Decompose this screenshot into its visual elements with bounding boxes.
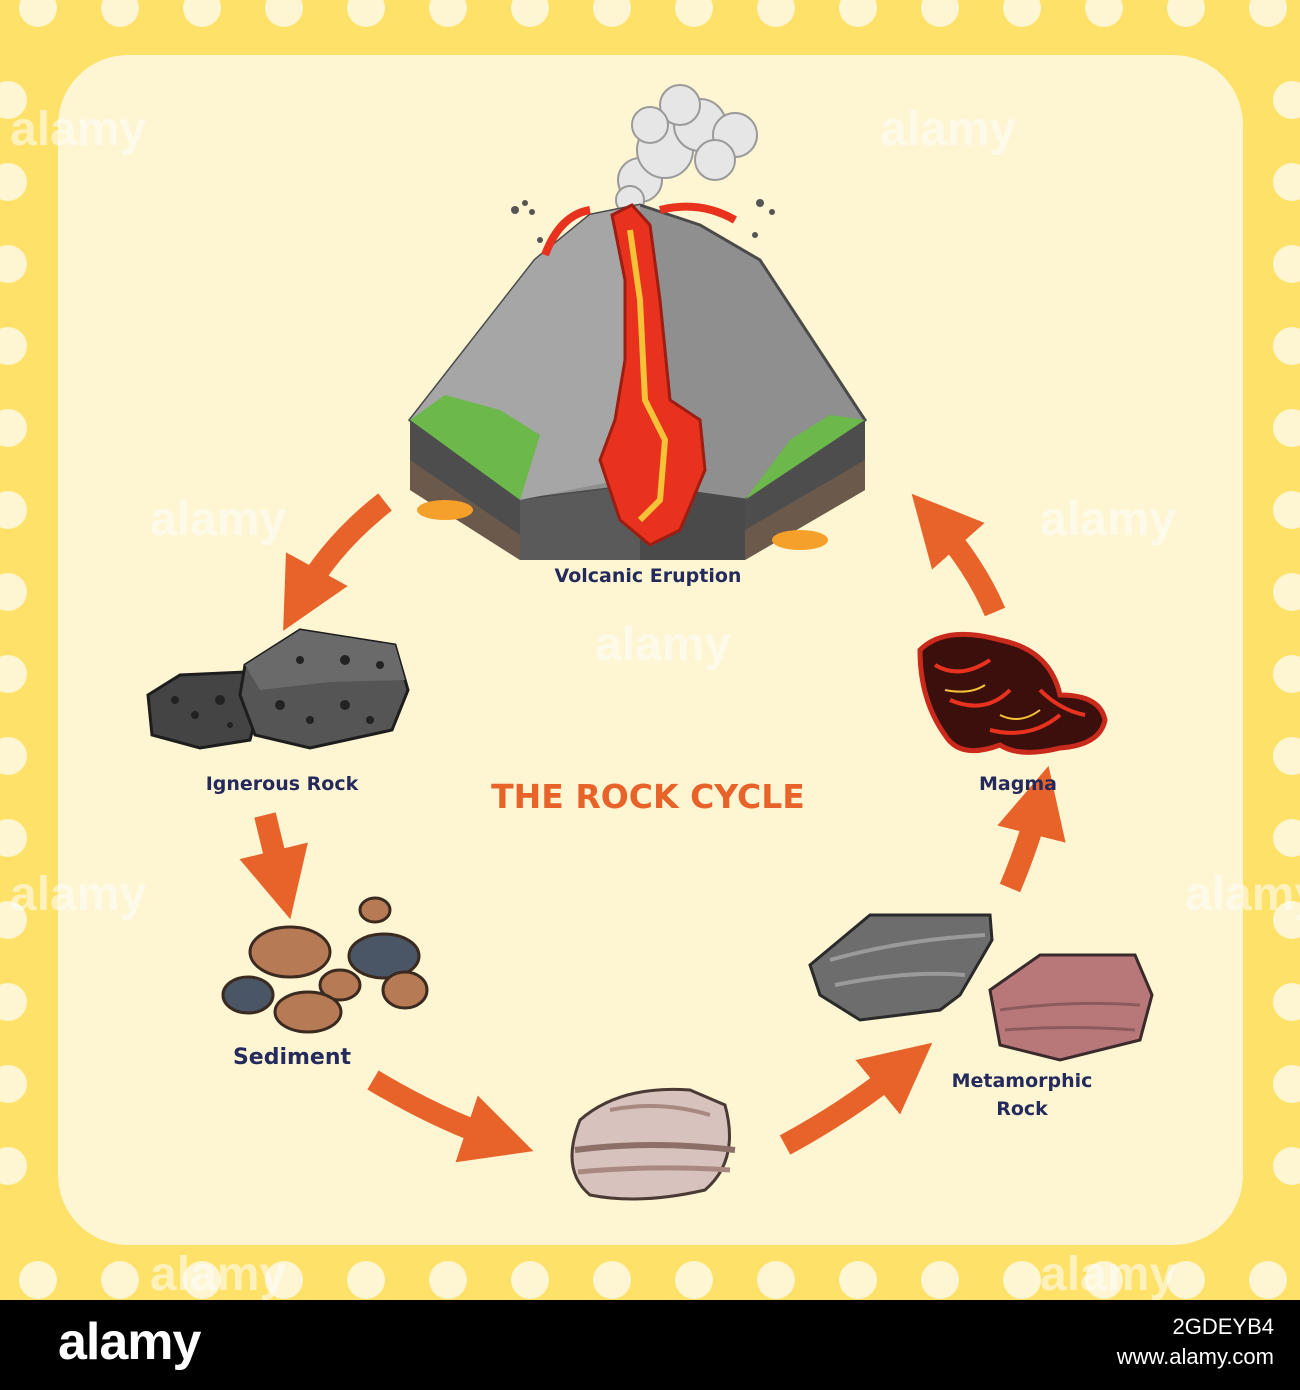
sediment-icon — [221, 896, 429, 1034]
igneous-rock-icon — [146, 628, 410, 750]
border-dot — [19, 0, 57, 27]
watermark: alamy — [150, 493, 286, 546]
diagram-title: THE ROCK CYCLE — [491, 777, 805, 816]
border-dot — [347, 0, 385, 27]
watermark: alamy — [595, 618, 731, 671]
watermark: alamy — [880, 103, 1016, 156]
border-dot — [19, 1261, 57, 1299]
footer-logo: alamy — [58, 1313, 201, 1371]
arrow-volcano-to-igneous — [283, 493, 392, 631]
border-dot — [1273, 573, 1300, 611]
border-dot — [1273, 1065, 1300, 1103]
border-dot — [921, 1261, 959, 1299]
cycle-arrows — [239, 493, 1066, 1163]
border-dot — [1273, 81, 1300, 119]
border-dot — [1273, 245, 1300, 283]
border-dot — [0, 245, 27, 283]
watermark: alamy — [10, 103, 146, 156]
magma-icon — [917, 631, 1108, 755]
border-dot — [675, 1261, 713, 1299]
border-dot — [593, 1261, 631, 1299]
border-dot — [0, 983, 27, 1021]
border-dot — [757, 1261, 795, 1299]
border-dot — [0, 491, 27, 529]
stock-footer: alamy 2GDEYB4 www.alamy.com — [0, 1300, 1300, 1390]
border-dot — [1273, 1147, 1300, 1185]
border-dot — [1273, 655, 1300, 693]
label-volcanic-eruption: Volcanic Eruption — [555, 565, 742, 587]
footer-image-info: 2GDEYB4 www.alamy.com — [1117, 1312, 1274, 1372]
border-dot — [0, 655, 27, 693]
arrow-sediment-to-sedimentary — [367, 1070, 534, 1163]
border-dot — [921, 0, 959, 27]
arrow-igneous-to-sediment — [239, 812, 308, 920]
border-dot — [1085, 1261, 1123, 1299]
border-dot — [1273, 327, 1300, 365]
border-dot — [0, 1147, 27, 1185]
arrow-magma-to-volcano — [911, 493, 1006, 617]
border-dot — [183, 0, 221, 27]
border-dot — [101, 1261, 139, 1299]
label-magma: Magma — [979, 773, 1057, 795]
border-dot — [511, 1261, 549, 1299]
border-dot — [1003, 1261, 1041, 1299]
border-dot — [0, 163, 27, 201]
border-dot — [675, 0, 713, 27]
border-dot — [1273, 409, 1300, 447]
watermarks: alamy alamy alamy alamy alamy alamy alam… — [10, 103, 1300, 1301]
watermark: alamy — [1040, 493, 1176, 546]
border-dot — [265, 1261, 303, 1299]
border-dot — [101, 0, 139, 27]
metamorphic-rock-icon — [808, 913, 1154, 1062]
border-dot — [429, 1261, 467, 1299]
border-dot — [839, 0, 877, 27]
border-dot — [1273, 163, 1300, 201]
border-dot — [347, 1261, 385, 1299]
border-dot — [839, 1261, 877, 1299]
border-dot — [1167, 1261, 1205, 1299]
border-dot — [1249, 0, 1287, 27]
border-dot — [0, 737, 27, 775]
arrow-sedimentary-to-metamorphic — [779, 1042, 933, 1155]
label-sediment: Sediment — [233, 1045, 352, 1070]
border-dot — [0, 327, 27, 365]
border-dot — [0, 573, 27, 611]
border-dot — [1273, 819, 1300, 857]
border-dot — [1249, 1261, 1287, 1299]
footer-image-id: 2GDEYB4 — [1172, 1314, 1275, 1339]
border-dot — [593, 0, 631, 27]
sedimentary-rock-icon — [570, 1087, 736, 1201]
label-metamorphic-line1: Metamorphic — [952, 1070, 1093, 1092]
border-dot — [1085, 0, 1123, 27]
border-dot — [0, 819, 27, 857]
watermark: alamy — [1185, 868, 1300, 921]
border-dot — [0, 409, 27, 447]
border-dot — [757, 0, 795, 27]
border-dot — [0, 901, 27, 939]
border-dot — [429, 0, 467, 27]
watermark: alamy — [1040, 1248, 1176, 1301]
border-dot — [511, 0, 549, 27]
label-metamorphic-line2: Rock — [996, 1098, 1048, 1120]
label-igneous-rock: Ignerous Rock — [206, 773, 359, 795]
border-dot — [0, 1065, 27, 1103]
border-dot — [1003, 0, 1041, 27]
volcano-icon — [407, 84, 868, 560]
border-dot — [1273, 983, 1300, 1021]
border-dot — [183, 1261, 221, 1299]
border-dot — [0, 81, 27, 119]
border-dots — [0, 0, 1300, 1299]
border-dot — [265, 0, 303, 27]
arrow-metamorphic-to-magma — [997, 765, 1066, 893]
watermark: alamy — [10, 868, 146, 921]
border-dot — [1273, 901, 1300, 939]
watermark: alamy — [150, 1248, 286, 1301]
border-dot — [1273, 737, 1300, 775]
footer-url: www.alamy.com — [1116, 1344, 1274, 1369]
border-dot — [1273, 491, 1300, 529]
border-dot — [1167, 0, 1205, 27]
